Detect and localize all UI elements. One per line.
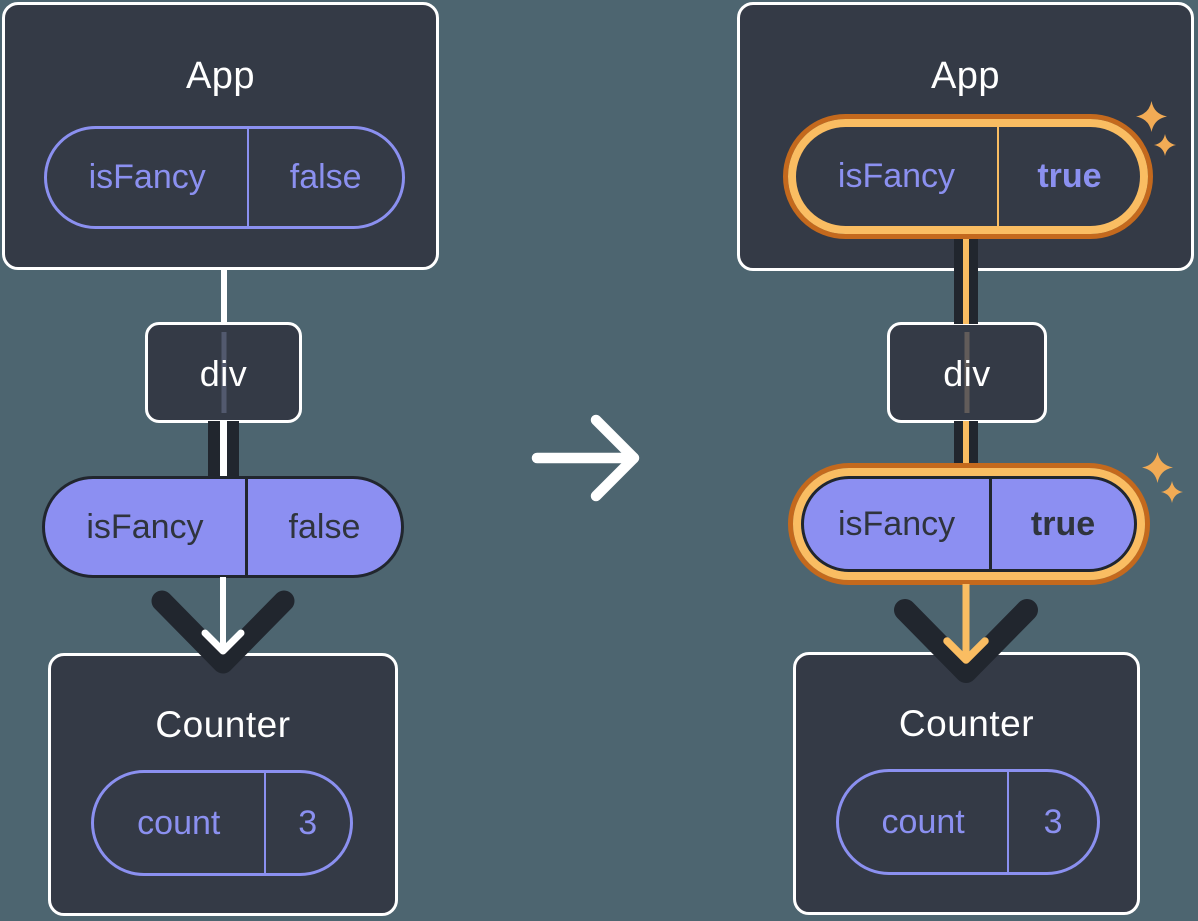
right-app-state-pill: isFancy true	[796, 127, 1140, 226]
right-counter-box: Counter count 3	[793, 652, 1140, 915]
prop-value: true	[1030, 504, 1096, 543]
right-prop-pill-highlight: isFancy true	[788, 463, 1150, 585]
right-div-label: div	[943, 353, 991, 394]
left-counter-state-pill: count 3	[91, 770, 353, 876]
right-thread-app-div	[954, 237, 978, 324]
right-prop-arrow	[894, 584, 1038, 683]
sparkle-icon	[1161, 481, 1183, 503]
sparkle-icon	[1154, 134, 1176, 156]
state-value: 3	[298, 803, 318, 842]
left-counter-box: Counter count 3	[48, 653, 398, 916]
right-prop-pill: isFancy true	[801, 476, 1137, 572]
sparkle-icon	[1136, 101, 1167, 132]
left-prop-pill: isFancy false	[42, 476, 404, 578]
right-app-state-pill-highlight: isFancy true	[783, 114, 1153, 239]
state-name: isFancy	[47, 129, 250, 226]
prop-value: false	[288, 507, 361, 546]
left-thread-app-div	[221, 269, 227, 325]
sparkle-icon	[1142, 452, 1173, 483]
left-app-box: App isFancy false	[2, 2, 439, 270]
right-div-box: div	[887, 322, 1047, 423]
state-name: count	[839, 772, 1010, 872]
right-app-title: App	[930, 55, 1001, 97]
state-value: false	[289, 158, 362, 196]
left-div-box: div	[145, 322, 302, 423]
right-counter-state-pill: count 3	[836, 769, 1100, 875]
left-app-state-pill: isFancy false	[44, 126, 405, 229]
right-arrow-icon	[531, 414, 640, 502]
state-value: true	[1037, 157, 1102, 195]
right-thread-div-pill	[954, 421, 978, 467]
state-name: isFancy	[796, 127, 999, 226]
prop-name: isFancy	[804, 479, 993, 569]
left-counter-title: Counter	[155, 704, 291, 745]
state-name: count	[94, 773, 266, 873]
left-thread-div-pill	[208, 421, 239, 478]
right-counter-title: Counter	[898, 703, 1035, 744]
left-app-title: App	[185, 55, 256, 97]
left-div-ghost-thread	[221, 331, 226, 414]
left-prop-arrow	[151, 577, 295, 674]
left-div-label: div	[199, 353, 248, 394]
prop-name: isFancy	[45, 479, 248, 575]
right-div-ghost-thread	[964, 331, 970, 414]
state-value: 3	[1043, 802, 1063, 841]
